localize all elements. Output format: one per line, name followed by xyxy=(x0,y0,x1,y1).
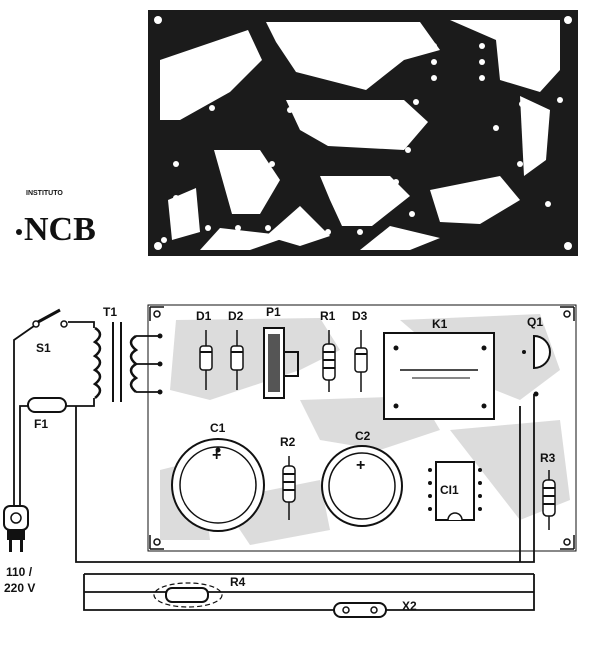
board-corner-marks xyxy=(149,306,575,550)
r4-label: R4 xyxy=(230,575,246,589)
resistor-r2: R2 xyxy=(280,435,296,520)
resistor-r1: R1 xyxy=(320,309,336,392)
copper-side-board xyxy=(148,10,578,256)
p1-label: P1 xyxy=(266,305,281,319)
logo-top-text: INSTITUTO xyxy=(26,190,63,197)
external-wiring xyxy=(13,321,535,611)
t1-label: T1 xyxy=(103,305,117,319)
ic-ci1: CI1 xyxy=(428,461,482,521)
switch-s1: S1 xyxy=(32,308,68,355)
x2-label: X2 xyxy=(402,599,417,613)
sensor-x2: X2 xyxy=(333,599,417,618)
resistor-r4: R4 xyxy=(153,575,246,608)
copper-isolation-gaps xyxy=(160,20,560,250)
diode-d2: D2 xyxy=(228,309,244,390)
diode-d3: D3 xyxy=(352,309,368,392)
capacitor-c1: C1 + xyxy=(171,421,265,532)
relay-k1: K1 xyxy=(383,317,495,420)
fuse-f1: F1 xyxy=(27,397,67,431)
transformer-t1: T1 xyxy=(92,305,163,402)
c2-label: C2 xyxy=(355,429,371,443)
r1-label: R1 xyxy=(320,309,336,323)
c1-plus-icon: + xyxy=(212,447,221,464)
capacitor-c2: C2 + xyxy=(321,429,403,527)
d2-label: D2 xyxy=(228,309,244,323)
ncb-logo: INSTITUTO NCB xyxy=(16,190,96,248)
r2-label: R2 xyxy=(280,435,296,449)
k1-label: K1 xyxy=(432,317,448,331)
c1-label: C1 xyxy=(210,421,226,435)
d1-label: D1 xyxy=(196,309,212,323)
c2-plus-icon: + xyxy=(356,457,365,474)
diode-d1: D1 xyxy=(196,309,213,390)
trimmer-p1: P1 xyxy=(263,305,299,399)
logo-dot-icon xyxy=(16,229,22,235)
mains-plug-icon xyxy=(3,505,29,552)
ci1-label: CI1 xyxy=(440,483,459,497)
s1-label: S1 xyxy=(36,341,51,355)
logo-main-text: NCB xyxy=(24,211,96,248)
f1-label: F1 xyxy=(34,417,48,431)
transistor-q1: Q1 xyxy=(522,315,551,397)
component-side-board: T1 D1 D2 P1 xyxy=(92,304,577,552)
q1-label: Q1 xyxy=(527,315,543,329)
voltage-label-line1: 110 / xyxy=(6,565,33,579)
d3-label: D3 xyxy=(352,309,368,323)
copper-pads xyxy=(154,16,572,250)
resistor-r3: R3 xyxy=(540,451,556,530)
r3-label: R3 xyxy=(540,451,556,465)
voltage-label-line2: 220 V xyxy=(4,581,35,595)
